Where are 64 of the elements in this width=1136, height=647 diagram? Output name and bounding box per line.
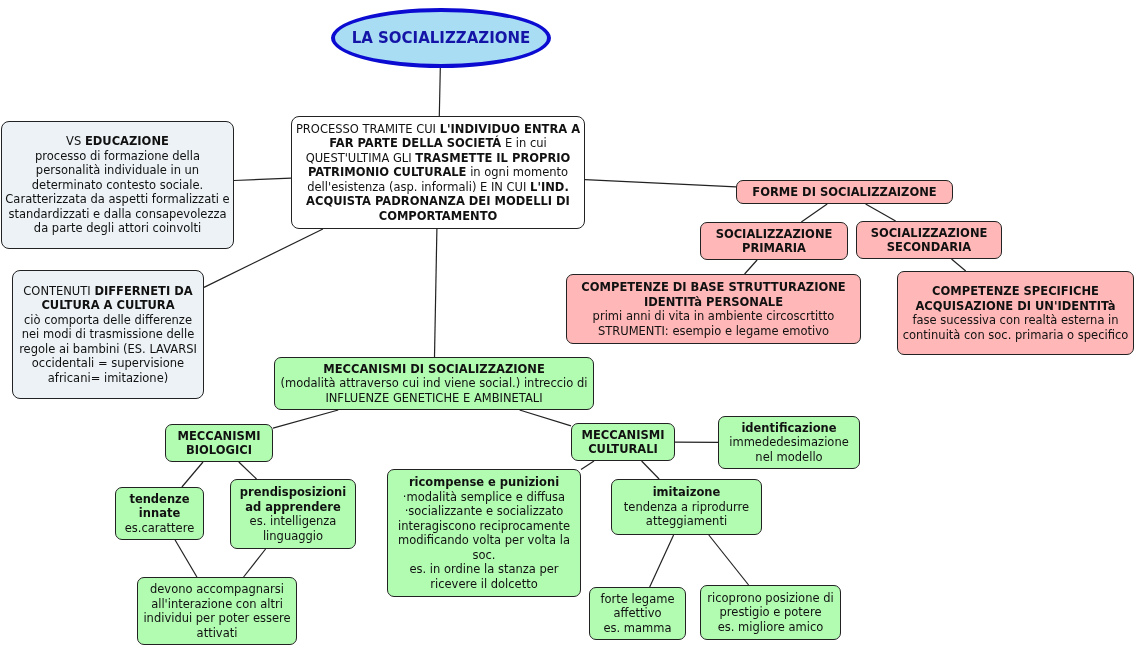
box-heading: VS EDUCAZIONE (66, 134, 169, 149)
box-text: tendenza a riprodurre atteggiamenti (622, 499, 751, 529)
box-heading: SOCIALIZZAZIONE PRIMARIA (714, 226, 834, 256)
box-heading: MECCANISMI BIOLOGICI (176, 428, 262, 458)
box-heading: MECCANISMI CULTURALI (580, 427, 666, 457)
concept-box (736, 180, 953, 204)
connector-line (238, 461, 258, 480)
concept-box (856, 221, 1002, 259)
box-text: es. mamma (603, 620, 672, 636)
connector-line (674, 441, 719, 443)
connector-line (800, 203, 828, 223)
box-text: es.carattere (124, 520, 195, 536)
concept-box (115, 487, 204, 540)
box-text: es. migliore amico (717, 619, 824, 635)
connector-line (181, 461, 204, 488)
box-text: processo di formazione della personalità individuale in un determinato contesto sociale. Caratterizzata da aspetti formalizzati e standardizzati e dalla consapevolezza da parte degli attori coinvolti (5, 148, 230, 236)
box-text: (modalità attraverso cui ind viene social.) intreccio di INFLUENZE GENETICHE E AMBINETALI (279, 376, 589, 406)
connector-line (203, 228, 324, 288)
connector-line (580, 460, 595, 471)
box-heading: MECCANISMI DI SOCIALIZZAZIONE (323, 361, 545, 377)
concept-box (230, 479, 356, 549)
connector-line (744, 259, 758, 275)
box-text: ·modalità semplice e diffusa (402, 489, 566, 504)
concept-box (589, 587, 686, 640)
box-text: ·socializzante e socializzato interagiscono reciprocamente modificando volta per volta la soc. (396, 504, 572, 562)
concept-box (566, 274, 861, 344)
concept-box (897, 271, 1134, 355)
connector-line (519, 409, 572, 427)
box-text: es. in ordine la stanza per ricevere il dolcetto (408, 562, 560, 591)
connector-line (272, 409, 339, 429)
box-text: primi anni di vita in ambiente circoscrtitto STRUMENTI: esempio e legame emotivo (591, 309, 836, 338)
box-heading: identificazione (741, 420, 837, 436)
connector-line (433, 228, 438, 358)
concept-box (274, 357, 594, 410)
box-heading: LA SOCIALIZZAZIONE (351, 30, 531, 46)
concept-box (700, 222, 848, 260)
connector-line (584, 179, 737, 188)
concept-box (12, 270, 204, 399)
box-text: PROCESSO TRAMITE CUI L'INDIVIDUO ENTRA A FAR PARTE DELLA SOCIETÁ E in cui QUEST'ULTIMA GLI TRASMETTE IL PROPRIO PATRIMONIO CULTURALE in ogni momento dell'esistenza (asp. informali) E IN CUI L'IND. ACQUISTA PADRONANZA DEI MODELLI DI COMPORTAMENTO (295, 121, 581, 224)
concept-box (387, 469, 581, 597)
box-heading: imitaizone (652, 485, 721, 500)
connector-line (233, 177, 292, 182)
concept-box (165, 424, 273, 462)
connector-line (641, 460, 660, 480)
box-text: ciò comporta delle differenze nei modi di trasmissione delle regole ai bambini (ES. LAVARSI occidentali = supervisione africani= imitazione) (18, 312, 198, 386)
connector-line (865, 203, 897, 222)
concept-box (700, 585, 841, 640)
connector-line (243, 548, 267, 578)
box-text: es. intelligenza linguaggio (248, 514, 338, 543)
box-text: fase sucessiva con realtà esterna in continuità con soc. primaria o specifico (901, 313, 1130, 342)
concept-box (571, 423, 675, 461)
box-text: immededesimazione nel modello (728, 435, 850, 465)
box-heading: ricompense e punizioni (408, 475, 560, 490)
connector-line (438, 67, 441, 117)
connector-line (708, 534, 750, 586)
connector-line (649, 534, 675, 588)
concept-box (611, 479, 762, 535)
box-heading: SOCIALIZZAZIONE SECONDARIA (869, 225, 989, 255)
connector-line (174, 539, 198, 578)
connector-line (950, 258, 967, 272)
concept-box (718, 416, 860, 469)
box-text: devono accompagnarsi all'interazione con altri individui per poter essere attivati (142, 582, 292, 640)
box-heading: FORME DI SOCIALIZZAIZONE (752, 184, 937, 200)
concept-box (1, 121, 234, 249)
